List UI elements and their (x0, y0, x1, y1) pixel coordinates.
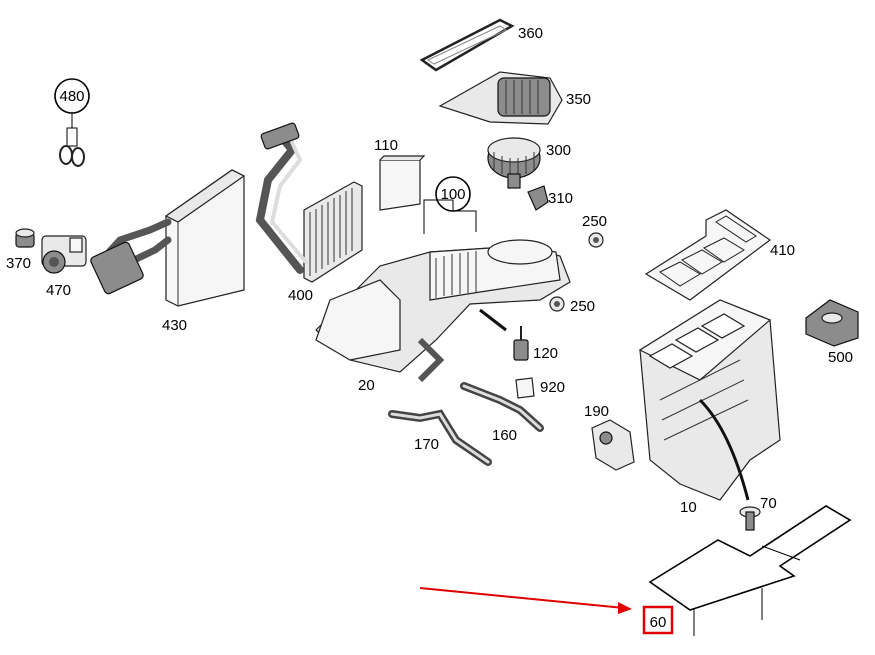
label-300: 300 (546, 142, 571, 159)
label-400: 400 (288, 287, 313, 304)
label-250-lower: 250 (570, 298, 595, 315)
label-100: 100 (440, 186, 465, 203)
part-300-blower-motor[interactable] (487, 137, 541, 189)
label-470: 470 (46, 282, 71, 299)
label-430: 430 (162, 317, 187, 334)
part-60-insulation[interactable] (648, 505, 852, 636)
part-120-sensor[interactable] (513, 326, 529, 361)
label-60[interactable]: 60 (650, 614, 667, 631)
part-190-actuator[interactable] (591, 419, 635, 471)
label-310: 310 (548, 190, 573, 207)
highlight-arrow (419, 587, 632, 614)
part-920-clip[interactable] (515, 377, 535, 399)
part-360-seal-frame[interactable] (419, 18, 515, 72)
part-400-heater-core[interactable] (255, 122, 363, 283)
label-350: 350 (566, 91, 591, 108)
label-70: 70 (760, 495, 777, 512)
label-10: 10 (680, 499, 697, 516)
part-70-screw[interactable] (739, 506, 761, 531)
label-170: 170 (414, 436, 439, 453)
part-410-frame[interactable] (644, 209, 772, 301)
label-360: 360 (518, 25, 543, 42)
part-310-blower-resistor[interactable] (527, 185, 549, 211)
part-480-o-rings[interactable] (54, 78, 90, 167)
label-500: 500 (828, 349, 853, 366)
label-410: 410 (770, 242, 795, 259)
label-190: 190 (584, 403, 609, 420)
part-430-evaporator[interactable] (90, 169, 246, 307)
part-250-grommet-upper[interactable] (588, 232, 604, 248)
label-120: 120 (533, 345, 558, 362)
label-250-upper: 250 (582, 213, 607, 230)
highlight-box-60 (642, 605, 674, 635)
part-500-module[interactable] (805, 299, 859, 347)
label-370: 370 (6, 255, 31, 272)
part-170-hose[interactable] (388, 409, 492, 466)
label-480: 480 (59, 88, 84, 105)
part-160-hose[interactable] (460, 382, 544, 432)
part-350-blower-housing[interactable] (438, 71, 563, 125)
part-370-nut[interactable] (15, 228, 35, 248)
part-10-hvac-unit[interactable] (638, 299, 781, 501)
label-110: 110 (374, 137, 398, 154)
label-20: 20 (358, 377, 375, 394)
part-110-cabin-filter[interactable] (379, 155, 426, 211)
part-250-grommet-lower[interactable] (549, 296, 565, 312)
label-920: 920 (540, 379, 565, 396)
label-160: 160 (492, 427, 517, 444)
part-20-hvac-case[interactable] (315, 239, 571, 383)
part-470-expansion-valve[interactable] (41, 235, 87, 274)
